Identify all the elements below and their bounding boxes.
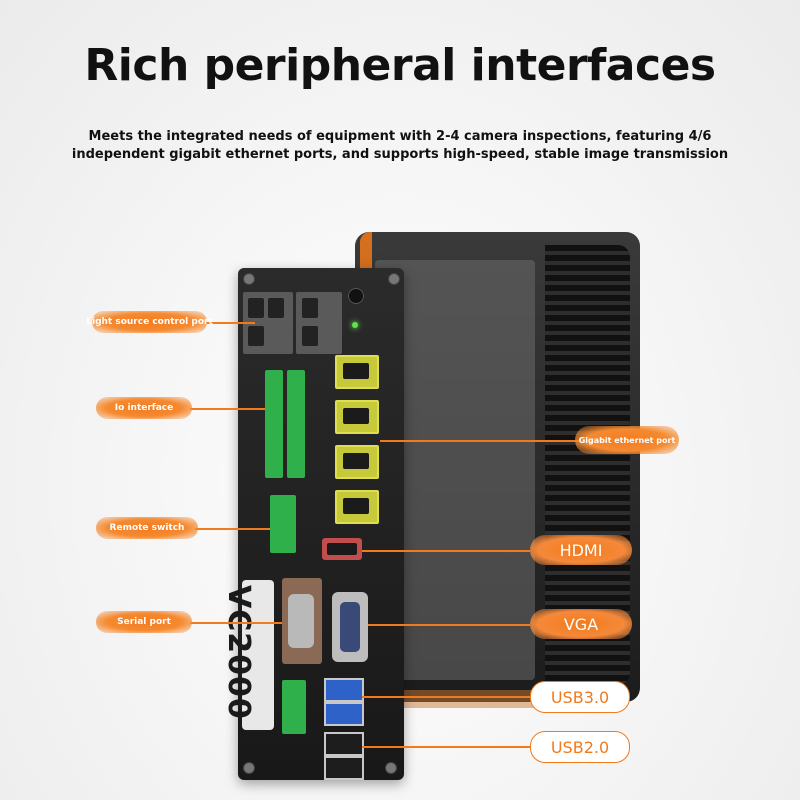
light-source-port (302, 326, 318, 346)
lan-port-4 (335, 490, 379, 524)
callout-line (362, 746, 532, 748)
callout-line (380, 440, 580, 442)
callout-line (362, 550, 530, 552)
usb2-port (324, 756, 364, 780)
model-logo-plate (242, 580, 274, 730)
callout-line (190, 622, 282, 624)
callout-usb3: USB3.0 (530, 681, 630, 713)
page-title: Rich peripheral interfaces (84, 40, 716, 91)
lan-port-3 (335, 445, 379, 479)
callout-line (195, 528, 270, 530)
callout-serial-port: Serial port (96, 611, 192, 633)
screw-icon (243, 273, 255, 285)
callout-line (368, 624, 530, 626)
screw-icon (243, 762, 255, 774)
io-terminal-block (287, 370, 305, 478)
callout-remote-switch: Remote switch (96, 517, 198, 539)
light-source-port (302, 298, 318, 318)
callout-line (205, 322, 255, 324)
callout-hdmi: HDMI (530, 535, 632, 565)
callout-line (190, 408, 265, 410)
vga-port (332, 592, 368, 662)
usb3-port (324, 702, 364, 726)
callout-line (362, 696, 532, 698)
callout-usb2: USB2.0 (530, 731, 630, 763)
usb3-port (324, 678, 364, 702)
lan-port-1 (335, 355, 379, 389)
light-source-port (268, 298, 284, 318)
power-button (348, 288, 364, 304)
callout-light-source-port: Light source control port (86, 311, 213, 333)
remote-switch-terminal (270, 495, 296, 553)
page-subtitle: Meets the integrated needs of equipment … (71, 129, 729, 162)
callout-io-interface: Io interface (96, 397, 192, 419)
power-led (352, 322, 358, 328)
callout-gigabit-ethernet: Gigabit ethernet port (575, 426, 679, 454)
hdmi-port (322, 538, 362, 560)
screw-icon (385, 762, 397, 774)
usb2-port (324, 732, 364, 756)
power-terminal (282, 680, 306, 734)
serial-port (282, 578, 322, 664)
light-source-port (248, 326, 264, 346)
lan-port-2 (335, 400, 379, 434)
callout-vga: VGA (530, 609, 632, 639)
screw-icon (388, 273, 400, 285)
model-name: VC2000 (221, 585, 256, 720)
io-terminal-block (265, 370, 283, 478)
light-source-port (248, 298, 264, 318)
